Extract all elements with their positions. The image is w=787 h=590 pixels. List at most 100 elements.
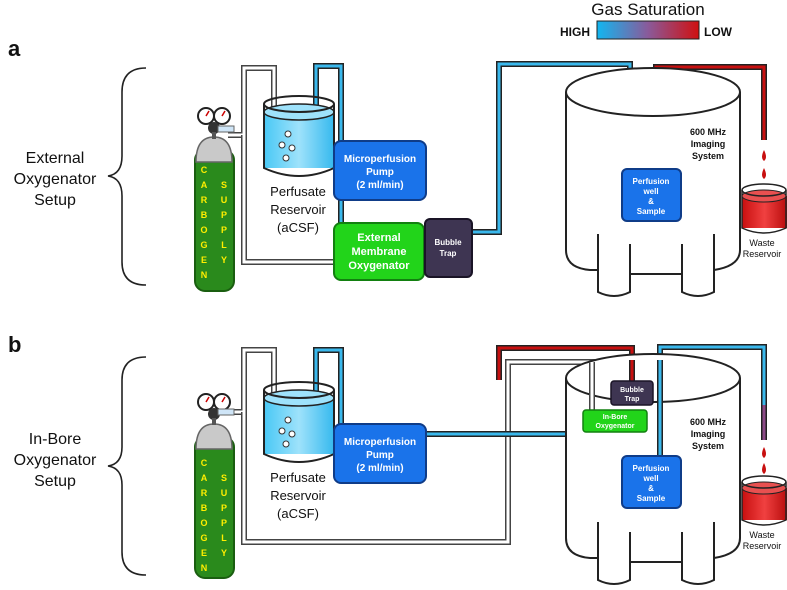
waste-label-line: Waste — [749, 530, 774, 540]
well-label-line: Perfusion — [633, 177, 670, 186]
imaging-label-line: System — [692, 441, 724, 451]
in-bore-oxygenator-b — [582, 409, 648, 433]
tank-letter: P — [221, 518, 227, 528]
tank-letter: N — [201, 563, 208, 573]
tank-letter: S — [221, 473, 227, 483]
bubble-trap-label: Trap — [440, 249, 457, 258]
bubble-trap-label: Bubble — [620, 387, 644, 394]
reservoir-label-line: (aCSF) — [277, 506, 319, 521]
tank-letter: P — [221, 225, 227, 235]
well-label-line: well — [642, 187, 658, 196]
tank-letter: P — [221, 210, 227, 220]
carbogen-tank-b — [194, 393, 235, 579]
legend-low-label: LOW — [704, 25, 733, 39]
tank-letter: S — [221, 180, 227, 190]
tank-letter: U — [221, 488, 228, 498]
tank-letter: L — [221, 533, 227, 543]
well-label-line: Perfusion — [633, 464, 670, 473]
tank-letter: A — [201, 180, 208, 190]
reservoir-label-line: Reservoir — [270, 202, 326, 217]
setup-label-b-line2: Oxygenator — [14, 452, 97, 469]
panel-letter-a: a — [8, 36, 21, 61]
setup-brace-b — [107, 356, 147, 576]
microperfusion-pump-b — [333, 423, 427, 484]
bubble-trap-label: Trap — [625, 396, 640, 403]
reservoir-label-line: Reservoir — [270, 488, 326, 503]
carbogen-tank-a — [194, 107, 235, 292]
reservoir-label-line: (aCSF) — [277, 220, 319, 235]
tank-letter: C — [201, 165, 208, 175]
setup-label-a-line2: Oxygenator — [14, 171, 97, 188]
imaging-label-line: 600 MHz — [690, 417, 727, 427]
oxygenator-label-line: External — [357, 232, 400, 244]
tank-letter: R — [201, 488, 208, 498]
panel-a: a External Oxygenator Setup — [8, 36, 787, 297]
waste-label-line: Waste — [749, 238, 774, 248]
well-label-line: Sample — [637, 207, 666, 216]
setup-label-a-line1: External — [26, 150, 85, 167]
tank-letter: G — [200, 240, 207, 250]
pump-label-line: Pump — [366, 450, 394, 461]
tank-letter: C — [201, 458, 208, 468]
tank-letter: R — [201, 195, 208, 205]
setup-label-b-line3: Setup — [34, 473, 76, 490]
tank-letter: A — [201, 473, 208, 483]
oxygenator-label-line: In-Bore — [603, 414, 628, 421]
setup-label-a-line3: Setup — [34, 192, 76, 209]
drop-icon — [762, 463, 766, 474]
pump-label-line: Microperfusion — [344, 154, 416, 165]
perfusate-reservoir-a — [263, 95, 335, 177]
reservoir-label-line: Perfusate — [270, 470, 326, 485]
perfusate-reservoir-b — [263, 381, 335, 463]
imaging-label-line: Imaging — [691, 429, 726, 439]
pump-label-line: (2 ml/min) — [356, 463, 403, 474]
drop-icon — [762, 168, 766, 179]
tank-letter: E — [201, 255, 207, 265]
waste-reservoir-b — [741, 475, 787, 526]
waste-label-line: Reservoir — [743, 541, 782, 551]
pump-label-line: (2 ml/min) — [356, 180, 403, 191]
setup-label-b-line1: In-Bore — [29, 431, 82, 448]
bubble-trap-label: Bubble — [434, 238, 462, 247]
tank-letter: P — [221, 503, 227, 513]
legend-high-label: HIGH — [560, 25, 590, 39]
oxygenator-label-line: Oxygenator — [348, 260, 410, 272]
pump-label-line: Microperfusion — [344, 437, 416, 448]
waste-reservoir-a — [741, 183, 787, 234]
legend-title: Gas Saturation — [591, 0, 704, 19]
perfusion-well-b — [621, 455, 682, 509]
gas-saturation-legend: Gas Saturation HIGH LOW — [560, 0, 733, 40]
oxygenator-label-line: Oxygenator — [596, 423, 635, 430]
bubble-trap-b — [610, 380, 654, 406]
setup-brace-a — [107, 67, 147, 286]
reservoir-label-line: Perfusate — [270, 184, 326, 199]
waste-label-line: Reservoir — [743, 249, 782, 259]
tank-letter: G — [200, 533, 207, 543]
panel-letter-b: b — [8, 332, 21, 357]
tank-letter: U — [221, 195, 228, 205]
tank-letter: B — [201, 210, 208, 220]
tank-letter: N — [201, 270, 208, 280]
well-label-line: & — [648, 197, 654, 206]
imaging-label-line: System — [692, 151, 724, 161]
tank-letter: B — [201, 503, 208, 513]
tank-letter: Y — [221, 548, 227, 558]
well-label-line: & — [648, 484, 654, 493]
well-label-line: Sample — [637, 494, 666, 503]
tank-letter: L — [221, 240, 227, 250]
bubble-trap-a — [424, 218, 473, 278]
panel-b: b In-Bore Oxygenator Setup — [8, 332, 787, 585]
tank-letter: Y — [221, 255, 227, 265]
pump-label-line: Pump — [366, 167, 394, 178]
imaging-label-line: 600 MHz — [690, 127, 727, 137]
tank-letter: O — [200, 225, 207, 235]
drop-icon — [762, 447, 766, 458]
perfusion-well-a — [621, 168, 682, 222]
drop-icon — [762, 150, 766, 161]
imaging-label-line: Imaging — [691, 139, 726, 149]
tank-letter: O — [200, 518, 207, 528]
oxygenator-label-line: Membrane — [351, 246, 406, 258]
legend-gradient-bar — [596, 20, 700, 40]
tank-letter: E — [201, 548, 207, 558]
